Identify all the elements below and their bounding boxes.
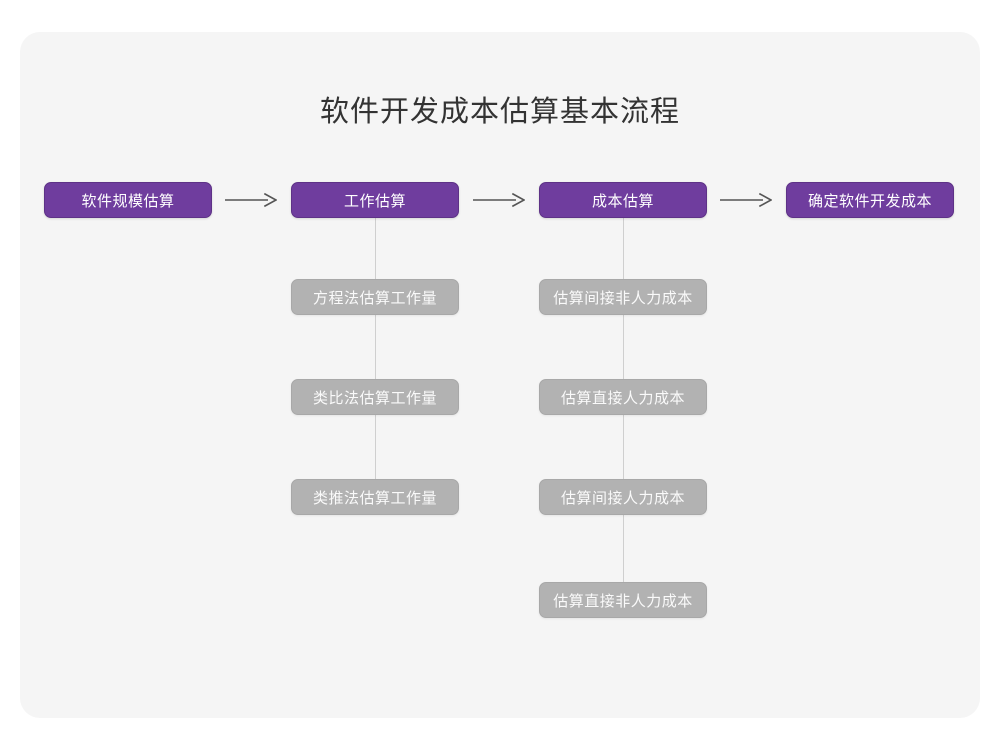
flow-node-n4[interactable]: 确定软件开发成本 (786, 182, 954, 218)
node-label: 方程法估算工作量 (312, 289, 437, 307)
flow-node-n2[interactable]: 工作估算 (291, 182, 459, 218)
flow-node-n1[interactable]: 软件规模估算 (44, 182, 212, 218)
node-label: 类推法估算工作量 (312, 489, 437, 507)
arrow-right-icon (473, 191, 526, 209)
branch-node-b2-4[interactable]: 估算直接非人力成本 (539, 582, 707, 618)
branch-node-b1-1[interactable]: 方程法估算工作量 (291, 279, 459, 315)
arrow-right-icon (225, 191, 278, 209)
node-label: 软件规模估算 (81, 192, 175, 210)
branch-node-b1-3[interactable]: 类推法估算工作量 (291, 479, 459, 515)
node-label: 估算直接非人力成本 (553, 592, 693, 610)
diagram-card-background (20, 32, 980, 718)
node-label: 类比法估算工作量 (312, 389, 437, 407)
branch-node-b1-2[interactable]: 类比法估算工作量 (291, 379, 459, 415)
node-label: 成本估算 (591, 192, 654, 210)
arrow-right-icon (720, 191, 773, 209)
branch-node-b2-1[interactable]: 估算间接非人力成本 (539, 279, 707, 315)
node-label: 确定软件开发成本 (807, 192, 932, 210)
branch-node-b2-2[interactable]: 估算直接人力成本 (539, 379, 707, 415)
flow-node-n3[interactable]: 成本估算 (539, 182, 707, 218)
node-label: 估算间接人力成本 (560, 489, 685, 507)
node-label: 估算间接非人力成本 (553, 289, 693, 307)
node-label: 工作估算 (343, 192, 406, 210)
branch-node-b2-3[interactable]: 估算间接人力成本 (539, 479, 707, 515)
node-label: 估算直接人力成本 (560, 389, 685, 407)
connector-line-branch-work-estimation (375, 218, 376, 497)
page-title: 软件开发成本估算基本流程 (319, 96, 680, 128)
